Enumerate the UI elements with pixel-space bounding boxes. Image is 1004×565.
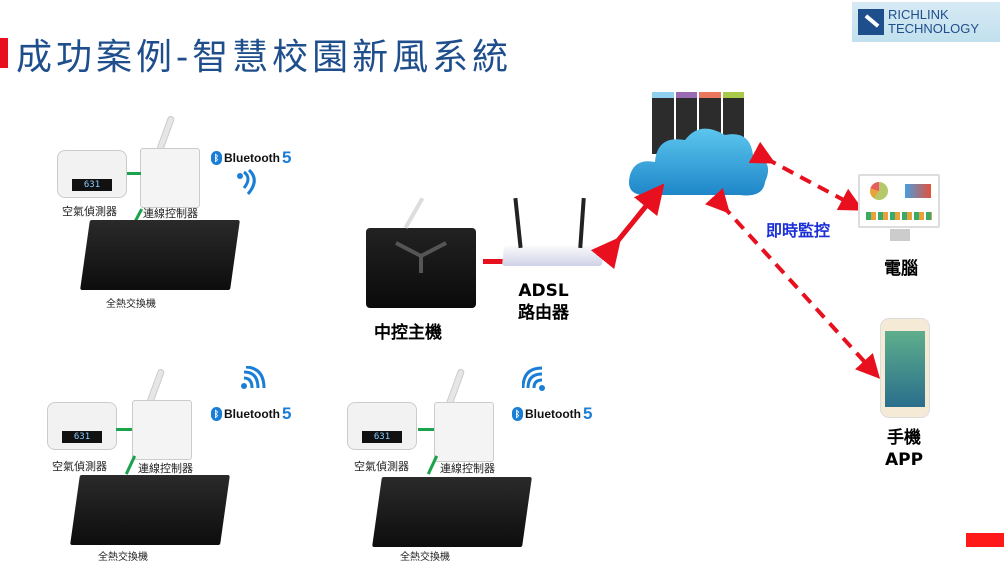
sensor-display: 631 [62, 431, 102, 443]
host-label: 中控主機 [374, 323, 442, 343]
monitor-label: 即時監控 [766, 221, 831, 240]
page-title: 成功案例-智慧校園新風系統 [16, 37, 513, 78]
bluetooth-text: Bluetooth [525, 407, 581, 421]
wifi-signal-icon [522, 366, 545, 391]
controller-label: 連線控制器 [138, 462, 193, 475]
erv-label: 全熱交換機 [106, 299, 156, 310]
link-line [127, 172, 141, 175]
controller-device [132, 400, 192, 460]
bluetooth-version: 5 [282, 404, 292, 423]
controller-label: 連線控制器 [143, 207, 198, 220]
wireless-signal-icon [237, 168, 256, 195]
bar-chart-icon [866, 212, 932, 220]
bluetooth-icon: ᛒ [211, 151, 222, 165]
controller-label: 連線控制器 [440, 462, 495, 475]
title-accent-bar [0, 38, 8, 68]
map-chart-icon [905, 184, 931, 198]
logo-line1: RICHLINK [888, 7, 949, 22]
pc-monitor [858, 174, 940, 228]
app-screen [885, 331, 925, 407]
cloud-icon [629, 128, 769, 196]
cloud-phone-arrow [705, 188, 881, 379]
phone-label-line2: APP [885, 450, 924, 470]
router-cloud-arrow [590, 183, 665, 270]
air-sensor-device: 631 [347, 402, 417, 450]
air-sensor-device: 631 [47, 402, 117, 450]
pc-label: 電腦 [884, 259, 918, 279]
bluetooth-text: Bluetooth [224, 407, 280, 421]
host-logo-icon [395, 241, 447, 273]
controller-device [434, 402, 494, 462]
router-label-line1: ADSL [518, 281, 569, 301]
sensor-label: 空氣偵測器 [52, 460, 107, 473]
air-sensor-device: 631 [57, 150, 127, 198]
bluetooth-icon: ᛒ [211, 407, 222, 421]
footer-accent-bar [966, 533, 1004, 547]
controller-device [140, 148, 200, 208]
wireless-signal-icon [241, 366, 266, 389]
phone-label-line1: 手機 [887, 428, 922, 448]
logo-line2: TECHNOLOGY [888, 21, 980, 36]
bluetooth-icon: ᛒ [512, 407, 523, 421]
sensor-display: 631 [362, 431, 402, 443]
erv-label: 全熱交換機 [98, 552, 148, 563]
sensor-label: 空氣偵測器 [354, 460, 409, 473]
pie-chart-icon [870, 182, 888, 200]
router-label-line2: 路由器 [518, 303, 569, 323]
bluetooth-version: 5 [282, 148, 292, 167]
central-host-device [366, 228, 476, 308]
erv-label: 全熱交換機 [400, 552, 450, 563]
smartphone [880, 318, 930, 418]
link-line [116, 428, 132, 431]
bluetooth-text: Bluetooth [224, 151, 280, 165]
link-line [418, 428, 434, 431]
sensor-label: 空氣偵測器 [62, 205, 117, 218]
bluetooth-version: 5 [583, 404, 593, 423]
monitor-stand [890, 229, 910, 241]
sensor-display: 631 [72, 179, 112, 191]
dashboard-screen [860, 176, 938, 226]
logo-mark-icon [858, 9, 884, 35]
cloud-pc-arrow [748, 141, 864, 211]
server-unit [652, 92, 674, 154]
host-router-link [483, 259, 503, 264]
